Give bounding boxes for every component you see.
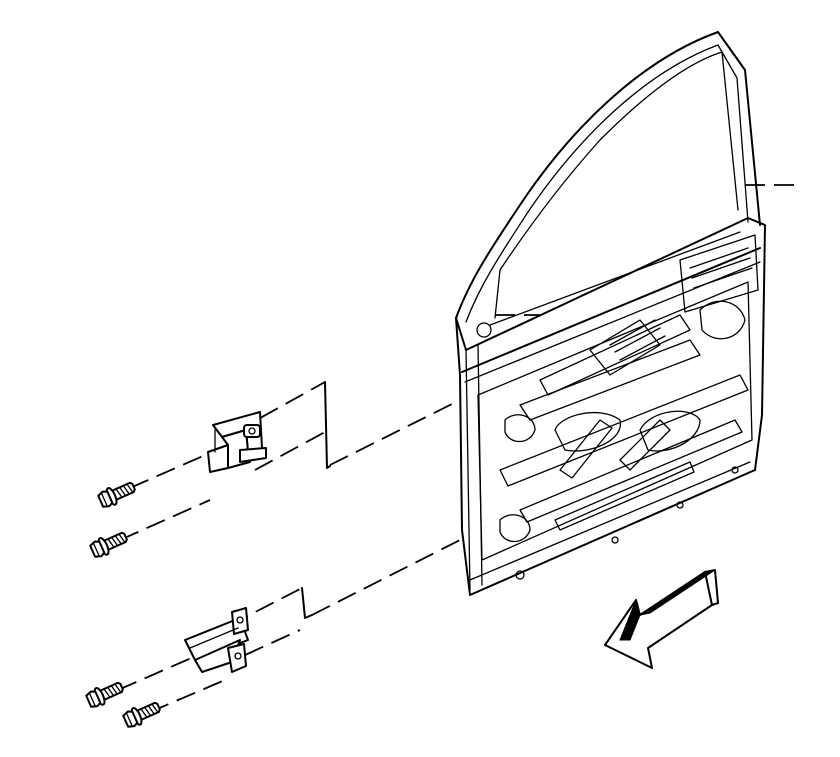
upper-hinge-bolt-1 bbox=[97, 481, 136, 508]
upper-hinge-bolt-2 bbox=[89, 531, 128, 558]
leader-lines bbox=[117, 184, 795, 713]
lower-hinge-bolt-2 bbox=[122, 701, 161, 728]
front-door bbox=[455, 31, 766, 596]
upper-door-hinge bbox=[207, 411, 267, 473]
lower-door-hinge bbox=[184, 607, 249, 673]
direction-arrow bbox=[604, 569, 719, 669]
lower-hinge-bolt-1 bbox=[85, 681, 124, 708]
hinge-bolts bbox=[85, 481, 161, 728]
